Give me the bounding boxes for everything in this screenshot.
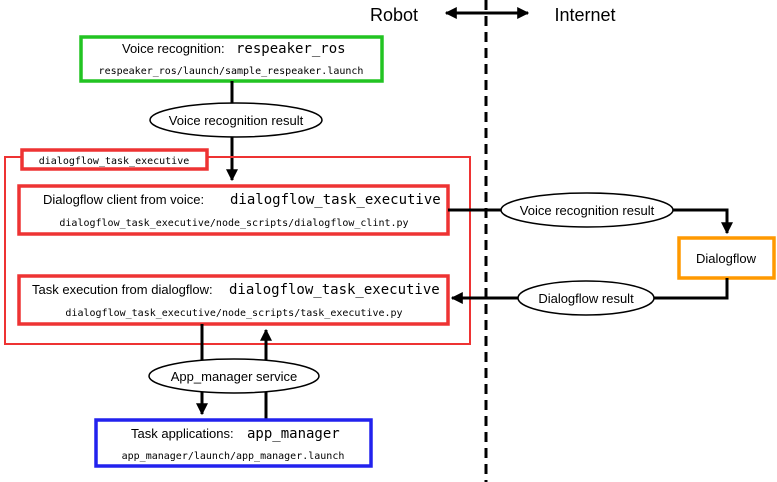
robot-label: Robot bbox=[370, 5, 418, 25]
dialogflow-client-package: dialogflow_task_executive bbox=[230, 192, 441, 208]
task-execution-box bbox=[17, 274, 450, 326]
dialogflow-box-label: Dialogflow bbox=[696, 251, 757, 266]
task-applications-label: Task applications: bbox=[131, 426, 234, 441]
task-applications-package: app_manager bbox=[247, 426, 340, 442]
voice-recognition-box bbox=[79, 35, 384, 83]
voice-recognition-path: respeaker_ros/launch/sample_respeaker.la… bbox=[99, 66, 364, 77]
dialogflow-client-label: Dialogflow client from voice: bbox=[43, 192, 204, 207]
internet-voice-result-ellipse bbox=[500, 192, 674, 228]
task-applications-box bbox=[94, 418, 373, 468]
app-manager-service-label: App_manager service bbox=[171, 369, 297, 384]
internet-label: Internet bbox=[554, 5, 615, 25]
task-execution-path: dialogflow_task_executive/node_scripts/t… bbox=[65, 308, 402, 319]
task-execution-package: dialogflow_task_executive bbox=[229, 282, 440, 298]
task-executive-group-tab bbox=[20, 148, 209, 171]
task-executive-group bbox=[4, 156, 471, 345]
task-executive-group-label: dialogflow_task_executive bbox=[39, 156, 190, 167]
internet-voice-result-label: Voice recognition result bbox=[520, 203, 655, 218]
task-applications-path: app_manager/launch/app_manager.launch bbox=[122, 451, 345, 462]
voice-result-label: Voice recognition result bbox=[169, 113, 304, 128]
voice-result-ellipse bbox=[149, 102, 323, 138]
task-execution-label: Task execution from dialogflow: bbox=[32, 282, 213, 297]
dialogflow-result-ellipse bbox=[517, 280, 655, 316]
dialogflow-box bbox=[677, 236, 776, 280]
voice-recognition-package: respeaker_ros bbox=[236, 41, 346, 57]
voice-recognition-label: Voice recognition: bbox=[122, 41, 225, 56]
app-manager-service-ellipse bbox=[148, 358, 320, 394]
dialogflow-client-path: dialogflow_task_executive/node_scripts/d… bbox=[59, 218, 408, 229]
dialogflow-result-label: Dialogflow result bbox=[538, 291, 634, 306]
